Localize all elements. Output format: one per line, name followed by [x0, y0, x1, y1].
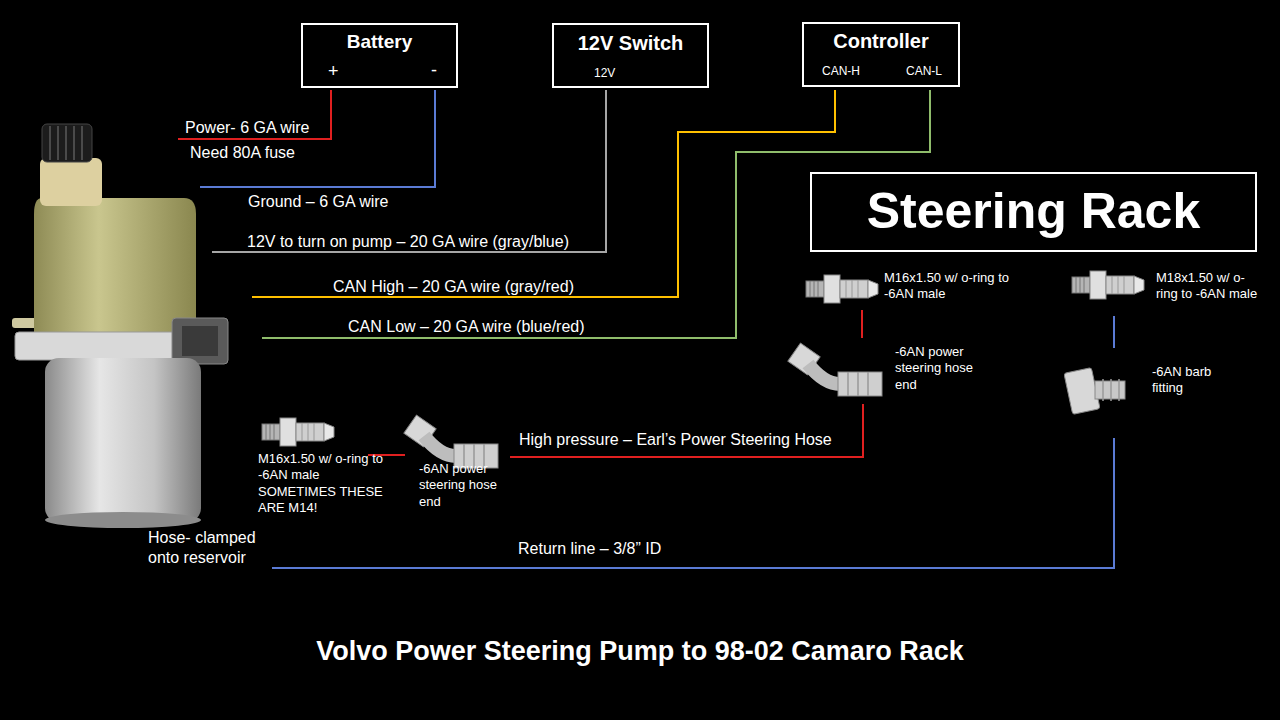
hose-label: High pressure – Earl’s Power Steering Ho…	[519, 430, 832, 450]
switch-wire	[212, 90, 606, 252]
connector-socket	[182, 326, 218, 356]
fitting-label: -6AN power steering hose end	[895, 344, 979, 393]
wire-label: CAN Low – 20 GA wire (blue/red)	[348, 317, 585, 337]
component-box: Battery + -	[301, 23, 458, 88]
fitting-label: M16x1.50 w/ o-ring to -6AN male SOMETIME…	[258, 451, 386, 516]
pin-label: 12V	[594, 67, 615, 81]
signal-label: CAN-H	[822, 65, 860, 79]
rack-return-fitting	[1072, 271, 1144, 299]
barb-ridges	[1103, 379, 1119, 401]
box-title: Steering Rack	[867, 183, 1200, 241]
signal-label: CAN-L	[906, 65, 942, 79]
reservoir-lower	[34, 198, 196, 336]
component-box: Steering Rack	[810, 172, 1257, 252]
motor-base	[45, 512, 201, 528]
power-wire	[178, 90, 331, 139]
rack-an-fitting	[806, 275, 878, 303]
fitting-label: -6AN barb fitting	[1152, 364, 1226, 397]
fitting-label: M18x1.50 w/ o-ring to -6AN male	[1156, 270, 1260, 303]
terminal-label: -	[431, 60, 437, 81]
wire-label: Ground – 6 GA wire	[248, 192, 389, 212]
pump-an-fitting	[262, 418, 334, 446]
box-title: Battery	[347, 31, 412, 53]
diagram-title: Volvo Power Steering Pump to 98-02 Camar…	[0, 636, 1280, 667]
wire-label: 12V to turn on pump – 20 GA wire (gray/b…	[247, 232, 569, 252]
pump-motor	[45, 358, 201, 522]
barb-tube	[1095, 381, 1125, 399]
barb-fitting	[1064, 368, 1125, 415]
ground-wire	[200, 90, 435, 187]
hose-label: Return line – 3/8” ID	[518, 539, 661, 559]
component-box: 12V Switch 12V	[552, 23, 709, 88]
hose-note: Hose- clamped onto reservoir	[148, 528, 260, 568]
wire-label: Power- 6 GA wire	[185, 118, 309, 138]
pressure-line-rack	[861, 310, 863, 338]
return-line-rack	[1113, 316, 1115, 348]
box-title: 12V Switch	[578, 32, 684, 55]
pressure-hose-line	[510, 404, 863, 457]
box-title: Controller	[833, 30, 929, 53]
return-line	[272, 438, 1114, 568]
rack-hose-end	[788, 343, 882, 396]
wire-label: CAN High – 20 GA wire (gray/red)	[333, 277, 574, 297]
reservoir-cap	[42, 124, 92, 162]
fitting-label: M16x1.50 w/ o-ring to -6AN male	[884, 270, 1014, 303]
pump-illustration	[12, 124, 228, 528]
reservoir-upper	[40, 158, 102, 206]
cap-ridges	[50, 126, 82, 160]
component-box: ControllerCAN-H CAN-L	[802, 22, 960, 87]
pump-connector	[172, 318, 228, 364]
fitting-label: -6AN power steering hose end	[419, 461, 501, 510]
terminal-label: +	[328, 61, 339, 82]
fuse-note: Need 80A fuse	[190, 143, 295, 163]
pump-hose-end	[404, 415, 498, 468]
